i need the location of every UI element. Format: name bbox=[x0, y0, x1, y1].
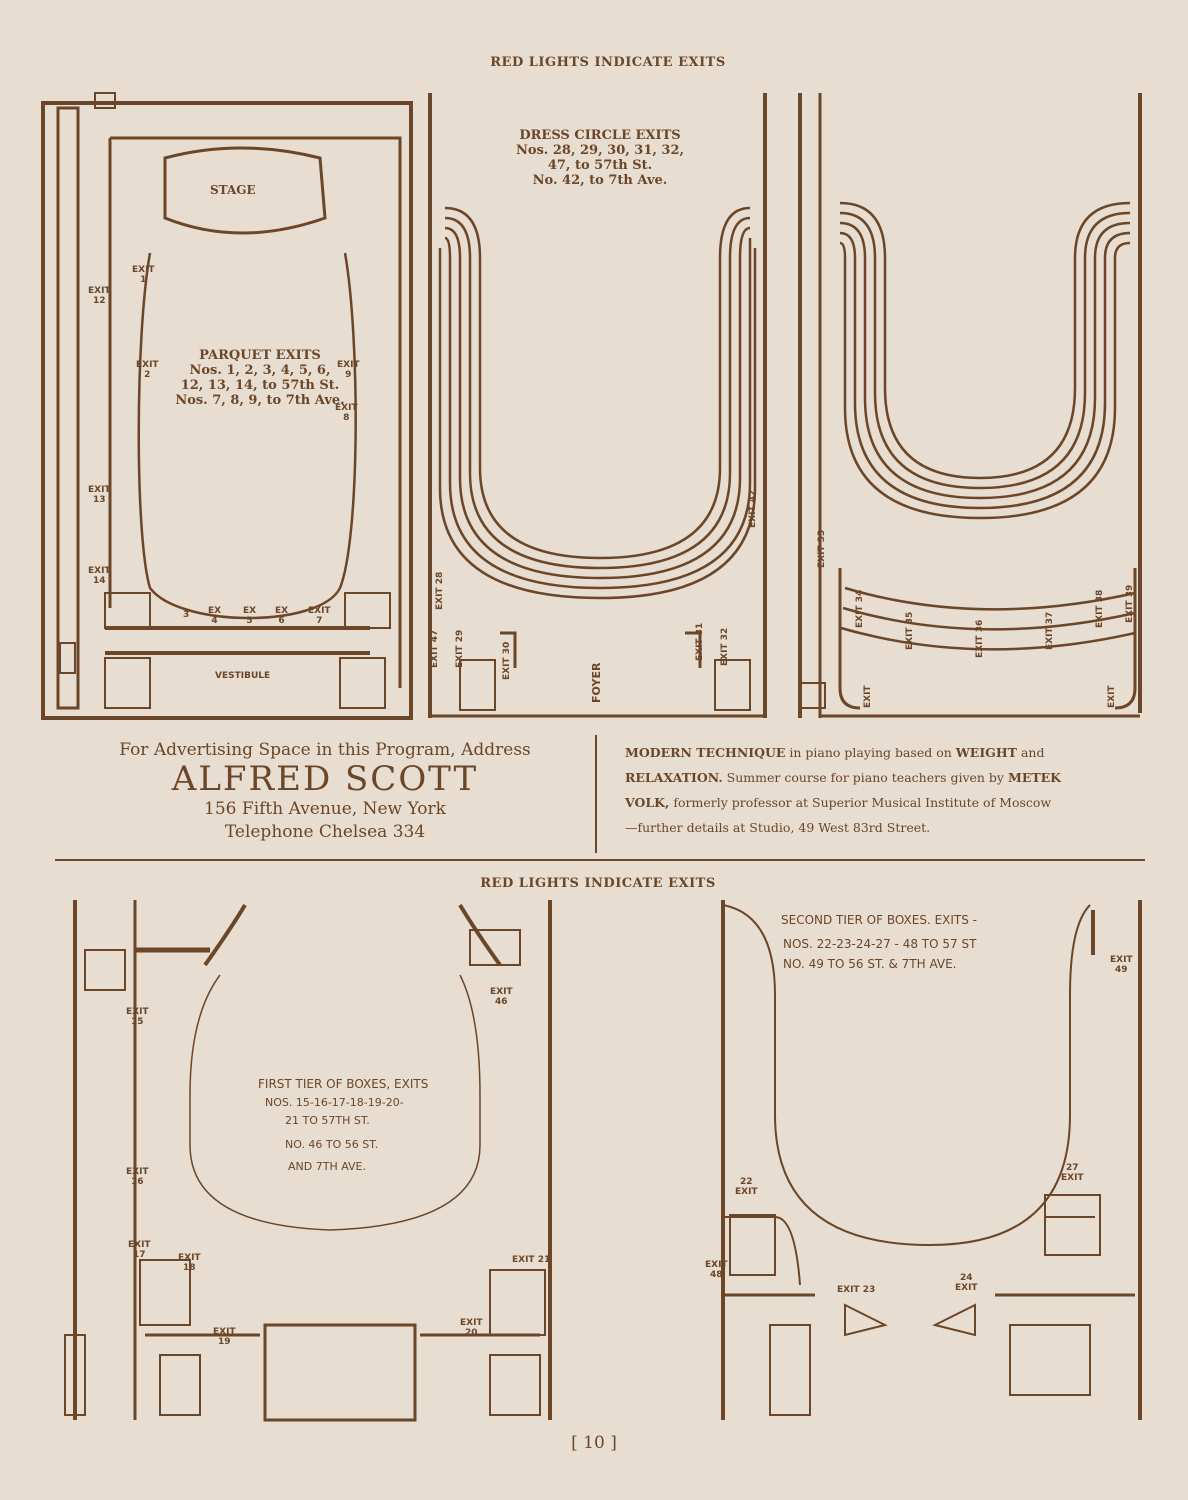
ad-bold-modern: MODERN TECHNIQUE bbox=[625, 745, 786, 760]
ad-bold-metek: METEK bbox=[1007, 770, 1062, 785]
first-tier-floor-plan: FIRST TIER OF BOXES, EXITS NOS. 15-16-17… bbox=[60, 895, 570, 1425]
exit-7-label: EXIT 7 bbox=[308, 606, 331, 626]
piano-course-ad: MODERN TECHNIQUE in piano playing based … bbox=[625, 740, 1145, 840]
ad-text-2: and bbox=[1016, 745, 1045, 760]
exit-3-label: 3 bbox=[183, 610, 190, 620]
bottom-header: RED LIGHTS INDICATE EXITS bbox=[480, 876, 716, 891]
exit-42-label: EXIT 42 bbox=[748, 489, 758, 528]
exit-33-label: EXIT 33 bbox=[817, 529, 827, 568]
balcony-floor-plan: EXIT 33 EXIT 34 EXIT 35 EXIT 36 EXIT 37 … bbox=[785, 88, 1155, 723]
exit-17-label: EXIT 17 bbox=[128, 1240, 151, 1260]
parquet-floor-plan: STAGE VESTIBULE PARQUET EXITS Nos. 1, 2,… bbox=[40, 88, 420, 723]
exit-39-label: EXIT 39 bbox=[1125, 584, 1135, 623]
dress-circle-line4: No. 42, to 7th Ave. bbox=[532, 173, 668, 188]
advertising-notice: For Advertising Space in this Program, A… bbox=[60, 740, 590, 844]
second-tier-plan-drawing bbox=[721, 900, 1142, 1420]
exit-28-label: EXIT 28 bbox=[435, 571, 445, 610]
ad-bold-volk: VOLK, bbox=[625, 795, 670, 810]
exit-16-label: EXIT 16 bbox=[126, 1167, 149, 1187]
dress-circle-line3: 47, to 57th St. bbox=[547, 158, 653, 173]
ad-divider bbox=[595, 735, 597, 853]
exit-1-label: EXIT 1 bbox=[132, 265, 155, 285]
second-tier-floor-plan: SECOND TIER OF BOXES. EXITS - NOS. 22-23… bbox=[705, 895, 1155, 1425]
first-tier-line5: AND 7TH AVE. bbox=[288, 1160, 366, 1173]
first-tier-plan-drawing bbox=[64, 900, 552, 1422]
advertiser-address: 156 Fifth Avenue, New York bbox=[204, 799, 446, 819]
parquet-plan-drawing bbox=[41, 92, 413, 720]
exit-48-label: EXIT 48 bbox=[705, 1260, 728, 1280]
exit-49-label: EXIT 49 bbox=[1110, 955, 1133, 975]
exit-22-label: 22 EXIT bbox=[735, 1177, 758, 1197]
dress-circle-title: DRESS CIRCLE EXITS bbox=[519, 128, 681, 143]
exit-14-label: EXIT 14 bbox=[88, 566, 111, 586]
ad-text-4: formerly professor at Superior Musical I… bbox=[669, 795, 1052, 810]
balcony-plan-drawing bbox=[798, 93, 1142, 718]
exit-27-label: 27 EXIT bbox=[1061, 1163, 1084, 1183]
top-header: RED LIGHTS INDICATE EXITS bbox=[490, 55, 726, 70]
dress-circle-plan-drawing bbox=[428, 93, 767, 718]
parquet-exits-line1: Nos. 1, 2, 3, 4, 5, 6, bbox=[189, 363, 331, 378]
dress-circle-floor-plan: DRESS CIRCLE EXITS Nos. 28, 29, 30, 31, … bbox=[420, 88, 780, 723]
foyer-label: FOYER bbox=[590, 662, 603, 703]
parquet-exits-title: PARQUET EXITS bbox=[199, 348, 321, 363]
ad-bold-weight: WEIGHT bbox=[955, 745, 1017, 760]
stage-label: STAGE bbox=[210, 183, 256, 197]
exit-23-label: EXIT 23 bbox=[837, 1285, 876, 1295]
exit-8-label: EXIT 8 bbox=[335, 403, 358, 423]
first-tier-line4: NO. 46 TO 56 ST. bbox=[285, 1138, 379, 1151]
exit-38-label: EXIT 38 bbox=[1095, 589, 1105, 628]
ad-text-5: —further details at Studio, 49 West 83rd… bbox=[625, 820, 931, 835]
dress-circle-line2: Nos. 28, 29, 30, 31, 32, bbox=[515, 143, 685, 158]
ad-text-1: in piano playing based on bbox=[785, 745, 956, 760]
second-tier-line3: NO. 49 TO 56 ST. & 7TH AVE. bbox=[783, 957, 957, 971]
first-tier-line2: NOS. 15-16-17-18-19-20- bbox=[265, 1096, 404, 1109]
exit-46-label: EXIT 46 bbox=[490, 987, 513, 1007]
advertiser-name: ALFRED SCOTT bbox=[171, 759, 479, 799]
second-tier-line1: SECOND TIER OF BOXES. EXITS - bbox=[781, 913, 978, 927]
exit-9-label: EXIT 9 bbox=[337, 360, 360, 380]
exit-12-label: EXIT 12 bbox=[88, 286, 111, 306]
parquet-exits-line3: Nos. 7, 8, 9, to 7th Ave. bbox=[175, 393, 345, 408]
exit-left-label: EXIT bbox=[863, 685, 873, 708]
exit-37-label: EXIT 37 bbox=[1045, 611, 1055, 650]
exit-35-label: EXIT 35 bbox=[905, 611, 915, 650]
parquet-exits-line2: 12, 13, 14, to 57th St. bbox=[180, 378, 340, 393]
first-tier-line1: FIRST TIER OF BOXES, EXITS bbox=[258, 1077, 429, 1091]
first-tier-line3: 21 TO 57TH ST. bbox=[285, 1114, 370, 1127]
exit-20-label: EXIT 20 bbox=[460, 1318, 483, 1338]
exit-15-label: EXIT 15 bbox=[126, 1007, 149, 1027]
second-tier-line2: NOS. 22-23-24-27 - 48 TO 57 ST bbox=[783, 937, 977, 951]
exit-24-label: 24 EXIT bbox=[955, 1273, 978, 1293]
exit-29-label: EXIT 29 bbox=[455, 629, 465, 668]
ad-text-3: Summer course for piano teachers given b… bbox=[722, 770, 1008, 785]
exit-21-label: EXIT 21 bbox=[512, 1255, 551, 1265]
exit-2-label: EXIT 2 bbox=[136, 360, 159, 380]
exit-right-label: EXIT bbox=[1107, 685, 1117, 708]
exit-36-label: EXIT 36 bbox=[975, 619, 985, 658]
exit-13-label: EXIT 13 bbox=[88, 485, 111, 505]
exit-31-label: EXIT 31 bbox=[695, 622, 705, 661]
exit-6-label: EX 6 bbox=[275, 606, 289, 626]
exit-4-label: EX 4 bbox=[208, 606, 222, 626]
section-divider bbox=[55, 859, 1145, 861]
exit-34-label: EXIT 34 bbox=[855, 589, 865, 628]
ad-bold-relaxation: RELAXATION. bbox=[625, 770, 723, 785]
advertiser-phone: Telephone Chelsea 334 bbox=[224, 822, 426, 842]
exit-18-label: EXIT 18 bbox=[178, 1253, 201, 1273]
vestibule-label: VESTIBULE bbox=[215, 671, 271, 681]
exit-30-label: EXIT 30 bbox=[502, 641, 512, 680]
exit-47-label: EXIT 47 bbox=[430, 629, 440, 668]
page-number: [ 10 ] bbox=[571, 1433, 617, 1453]
exit-5-label: EX 5 bbox=[243, 606, 257, 626]
exit-32-label: EXIT 32 bbox=[720, 627, 730, 666]
exit-19-label: EXIT 19 bbox=[213, 1327, 236, 1347]
advertising-intro: For Advertising Space in this Program, A… bbox=[119, 740, 531, 760]
